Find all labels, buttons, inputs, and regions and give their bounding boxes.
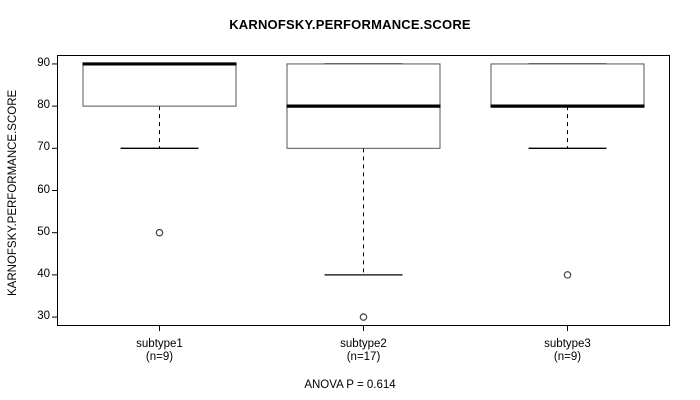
- x-tick-label-subtype2: subtype2 (n=17): [340, 338, 387, 364]
- anova-annotation: ANOVA P = 0.614: [304, 379, 396, 391]
- x-tick-count: (n=9): [145, 351, 174, 363]
- x-tick-name: subtype2: [340, 338, 387, 350]
- x-tick-count: (n=17): [346, 351, 381, 363]
- x-tick-count: (n=9): [553, 351, 582, 363]
- outlier-point[interactable]: [155, 228, 164, 237]
- x-tick-name: subtype3: [544, 338, 591, 350]
- page-title: KARNOFSKY.PERFORMANCE.SCORE: [229, 17, 471, 32]
- y-tick-label: 50: [37, 225, 50, 238]
- x-tick-label-subtype1: subtype1 (n=9): [136, 338, 183, 364]
- y-tick-label: 40: [37, 267, 50, 280]
- y-tick-label: 30: [37, 310, 50, 323]
- y-tick-label-group: 30 40 50 60 70 80 90: [8, 0, 50, 400]
- outlier-point[interactable]: [563, 271, 572, 279]
- y-tick-label: 90: [37, 56, 50, 69]
- x-tick-label-subtype3: subtype3 (n=9): [544, 338, 591, 364]
- y-tick-label: 70: [37, 141, 50, 154]
- box-body[interactable]: [490, 63, 645, 107]
- x-tick-name: subtype1: [136, 338, 183, 350]
- y-tick-label: 60: [37, 183, 50, 196]
- outlier-point[interactable]: [359, 313, 368, 321]
- y-tick-label: 80: [37, 99, 50, 112]
- box-body[interactable]: [82, 63, 237, 107]
